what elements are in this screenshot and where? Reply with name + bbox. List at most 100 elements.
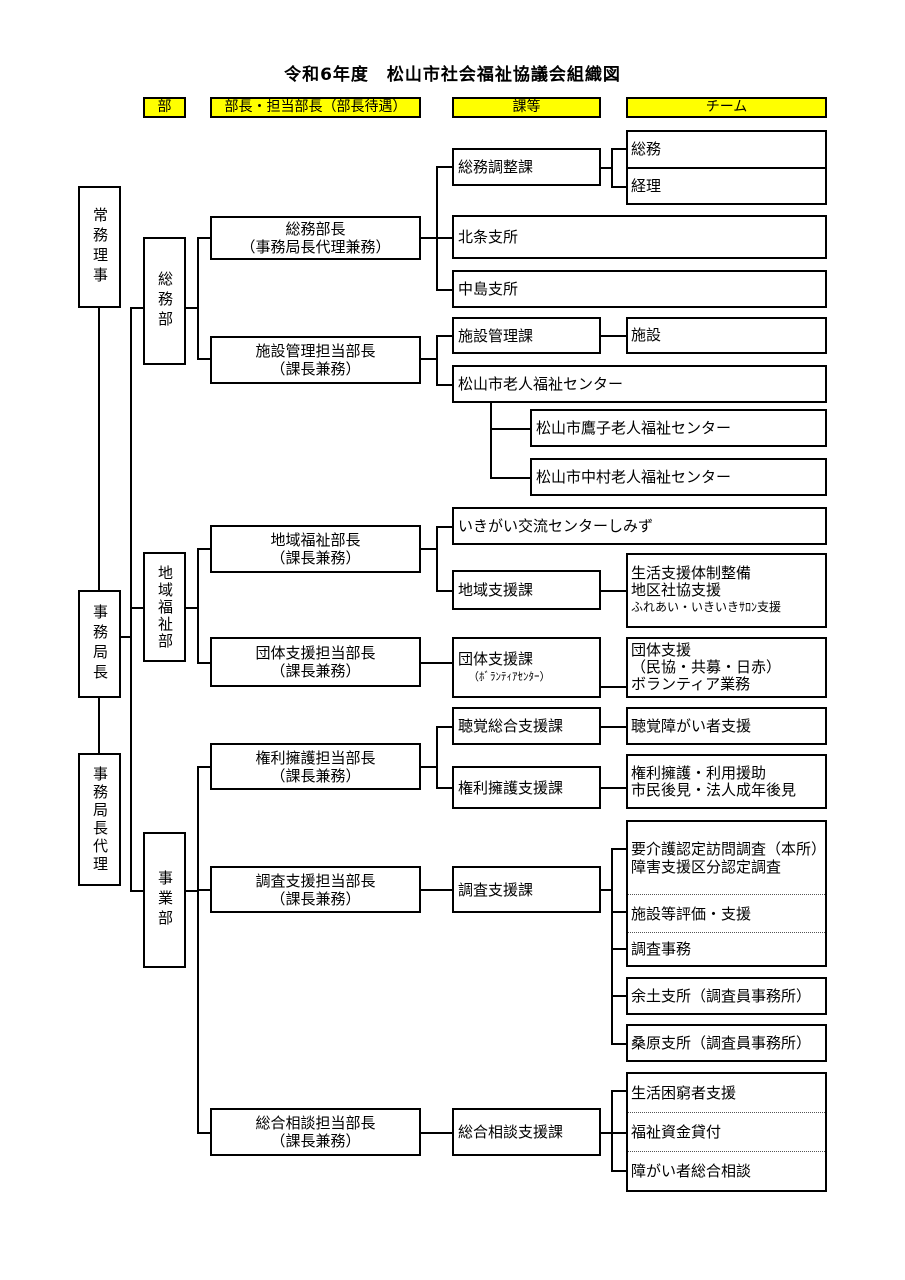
connector xyxy=(436,384,453,386)
section-hearing-support: 聴覚総合支援課 xyxy=(452,707,601,745)
team-label: 経理 xyxy=(631,176,662,195)
header-section: 課等 xyxy=(452,97,601,118)
team-general-affairs: 総務 xyxy=(628,132,825,167)
header-department: 部 xyxy=(143,97,186,118)
team-label: ふれあい・いきいきｻﾛﾝ支援 xyxy=(631,600,782,614)
connector xyxy=(197,662,211,664)
section-facility-management: 施設管理課 xyxy=(452,317,601,354)
team-group-survey: 要介護認定訪問調査（本所） 障害支援区分認定調査 施設等評価・支援 調査事務 xyxy=(626,820,827,967)
section-label: 調査支援課 xyxy=(458,880,534,899)
department-operations: 事業部 xyxy=(143,832,186,968)
section-survey-support: 調査支援課 xyxy=(452,866,601,913)
team-label: 要介護認定訪問調査（本所） xyxy=(631,840,827,858)
connector xyxy=(420,889,453,891)
connector xyxy=(130,607,144,609)
section-nakamura-center: 松山市中村老人福祉センター xyxy=(530,458,827,496)
director-rights-advocacy: 権利擁護担当部長 （課長兼務） xyxy=(210,743,421,790)
department-general-affairs: 総務部 xyxy=(143,237,186,365)
department-label: 総務部 xyxy=(156,271,174,331)
connector xyxy=(600,167,612,169)
director-note: （事務局長代理兼務） xyxy=(240,238,391,256)
deputy-secretary-general-label: 事務局長代理 xyxy=(91,765,109,874)
team-survey-admin: 調査事務 xyxy=(628,932,825,965)
team-accounting: 経理 xyxy=(628,166,825,204)
connector xyxy=(611,148,613,188)
connector xyxy=(120,636,132,638)
connector xyxy=(197,766,199,1134)
team-disability-consultation: 障がい者総合相談 xyxy=(628,1151,825,1190)
section-label: 総合相談支援課 xyxy=(458,1123,564,1141)
director-note: （課長兼務） xyxy=(270,766,361,785)
connector xyxy=(436,335,453,337)
team-label: 施設 xyxy=(631,326,662,344)
section-label: 松山市中村老人福祉センター xyxy=(536,468,732,486)
connector xyxy=(611,186,627,188)
connector xyxy=(611,1043,627,1045)
director-title: 地域福祉部長 xyxy=(270,531,361,549)
connector xyxy=(600,686,627,688)
connector xyxy=(611,148,627,150)
header-director: 部長・担当部長（部長待遇） xyxy=(210,97,421,118)
connector xyxy=(600,590,627,592)
connector xyxy=(197,358,211,360)
connector xyxy=(600,335,627,337)
connector xyxy=(436,590,453,592)
section-label: 北条支所 xyxy=(458,228,519,246)
team-label: 福祉資金貸付 xyxy=(631,1123,722,1141)
director-note: （課長兼務） xyxy=(270,1132,361,1150)
section-label: 施設管理課 xyxy=(458,326,534,345)
connector xyxy=(611,848,627,850)
team-label: ボランティア業務 xyxy=(631,675,751,693)
director-note: （課長兼務） xyxy=(270,360,361,378)
section-label: 地域支援課 xyxy=(458,581,534,599)
team-group-general-consultation: 生活困窮者支援 福祉資金貸付 障がい者総合相談 xyxy=(626,1072,827,1192)
connector xyxy=(197,1132,211,1134)
team-hearing-disability: 聴覚障がい者支援 xyxy=(626,707,827,745)
team-label: 聴覚障がい者支援 xyxy=(631,716,752,735)
section-ikigai-center: いきがい交流センターしみず xyxy=(452,507,827,545)
header-team: チーム xyxy=(626,97,827,118)
section-label: 松山市鷹子老人福祉センター xyxy=(536,419,732,437)
team-kuwabara-branch: 桑原支所（調査員事務所） xyxy=(626,1024,827,1062)
department-label: 地域福祉部 xyxy=(156,564,174,650)
connector xyxy=(436,526,438,592)
team-label: 調査事務 xyxy=(631,940,692,958)
connector xyxy=(611,1090,613,1172)
connector xyxy=(197,237,199,360)
connector xyxy=(611,1090,627,1092)
connector xyxy=(185,307,199,309)
director-note: （課長兼務） xyxy=(270,889,361,908)
section-general-coordination: 総務調整課 xyxy=(452,148,601,186)
connector xyxy=(420,548,437,550)
connector xyxy=(436,726,438,789)
connector xyxy=(420,766,437,768)
director-title: 調査支援担当部長 xyxy=(255,871,376,890)
connector xyxy=(436,237,453,239)
section-elderly-center: 松山市老人福祉センター xyxy=(452,365,827,403)
director-general-consultation: 総合相談担当部長 （課長兼務） xyxy=(210,1108,421,1156)
team-label: 生活支援体制整備 xyxy=(631,564,752,582)
section-label: 権利擁護支援課 xyxy=(458,778,564,797)
department-community-welfare: 地域福祉部 xyxy=(143,552,186,662)
team-label: 総務 xyxy=(631,140,662,159)
section-label: いきがい交流センターしみず xyxy=(458,517,654,535)
connector xyxy=(611,848,613,1045)
connector xyxy=(436,787,453,789)
connector xyxy=(197,237,211,239)
connector xyxy=(185,607,199,609)
connector xyxy=(600,1132,612,1134)
connector xyxy=(611,948,627,950)
director-title: 総務部長 xyxy=(285,220,346,238)
section-note: （ﾎﾞﾗﾝﾃｨｱｾﾝﾀｰ） xyxy=(468,669,551,683)
connector xyxy=(197,889,211,891)
team-label: 施設等評価・支援 xyxy=(631,904,752,923)
team-facility-evaluation: 施設等評価・支援 xyxy=(628,894,825,932)
director-group-support: 団体支援担当部長 （課長兼務） xyxy=(210,637,421,687)
connector xyxy=(490,402,492,479)
team-welfare-loans: 福祉資金貸付 xyxy=(628,1112,825,1151)
connector xyxy=(490,477,531,479)
team-label: 桑原支所（調査員事務所） xyxy=(631,1033,812,1052)
connector xyxy=(611,1170,627,1172)
team-community-support: 生活支援体制整備 地区社協支援 ふれあい・いきいきｻﾛﾝ支援 xyxy=(626,553,827,628)
team-facilities: 施設 xyxy=(626,317,827,354)
